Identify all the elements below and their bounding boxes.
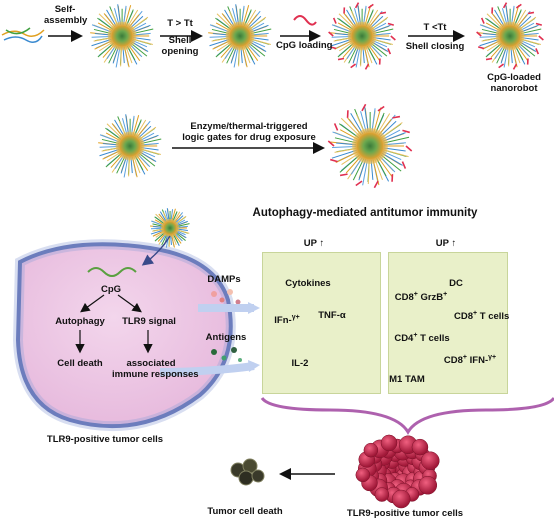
label-tlr9-cells: TLR9-positive tumor cells bbox=[346, 508, 464, 519]
tumor-cluster-icon bbox=[355, 434, 440, 509]
label-shell-closing: T <Tt Shell closing bbox=[405, 22, 465, 52]
section-title: Autophagy-mediated antitumor immunity bbox=[252, 207, 478, 219]
cell-label-tlr9: TLR9 signal bbox=[122, 316, 176, 327]
label-tnf: TNF-α bbox=[318, 310, 346, 321]
label-tumor-death: Tumor cell death bbox=[207, 506, 283, 517]
cpg-in-cell-icon bbox=[87, 267, 137, 277]
nanorobot-exposure-icon bbox=[327, 103, 413, 189]
label-m1: M1 TAM bbox=[389, 374, 425, 385]
up-arrow-icon: ↑ bbox=[319, 238, 325, 249]
dead-cells-icon bbox=[230, 458, 265, 486]
label-cd8-grzb: CD8+ GrzB+ bbox=[394, 291, 448, 304]
label-damps: DAMPs bbox=[207, 274, 241, 285]
label-cytokines: Cytokines bbox=[285, 278, 331, 289]
nanorobot-cpg-loaded-icon bbox=[476, 2, 544, 70]
nanorobot-loading-icon bbox=[328, 2, 396, 70]
immune-cell-panel bbox=[388, 252, 508, 394]
nanorobot-assembled-icon bbox=[90, 4, 154, 68]
up-arrow-icon: ↑ bbox=[451, 238, 457, 249]
label-cd8-ifn: CD8+ IFN-γ+ bbox=[443, 354, 497, 367]
nanorobot-entering-icon bbox=[150, 208, 190, 248]
label-self-assembly: Self-assembly bbox=[44, 4, 88, 26]
cell-label-cpg: CpG bbox=[100, 284, 122, 295]
antigen-particles bbox=[211, 347, 242, 362]
label-il2: IL-2 bbox=[291, 358, 309, 369]
label-cd4: CD4+ T cells bbox=[394, 332, 450, 345]
left-up-label: UP ↑ bbox=[303, 238, 325, 249]
cell-label-autophagy: Autophagy bbox=[55, 316, 105, 327]
label-shell-opening: T > Tt Shell opening bbox=[161, 18, 199, 57]
label-antigens: Antigens bbox=[205, 332, 247, 343]
cytokine-panel bbox=[262, 252, 381, 394]
label-cpg-loading: CpG loading bbox=[276, 40, 333, 51]
cell-caption: TLR9-positive tumor cells bbox=[46, 434, 164, 445]
response-brace bbox=[260, 396, 554, 435]
cell-label-death: Cell death bbox=[57, 358, 103, 369]
monomer-strands-icon bbox=[1, 27, 45, 43]
label-cd8-t: CD8+ T cells bbox=[454, 310, 510, 323]
right-up-label: UP ↑ bbox=[435, 238, 457, 249]
label-dc: DC bbox=[449, 278, 463, 289]
nanorobot-open-icon bbox=[208, 4, 272, 68]
label-ifn: IFn-γ+ bbox=[274, 314, 300, 327]
nanorobot-logic-gate-icon bbox=[98, 114, 162, 178]
cpg-strand-icon bbox=[293, 15, 317, 26]
